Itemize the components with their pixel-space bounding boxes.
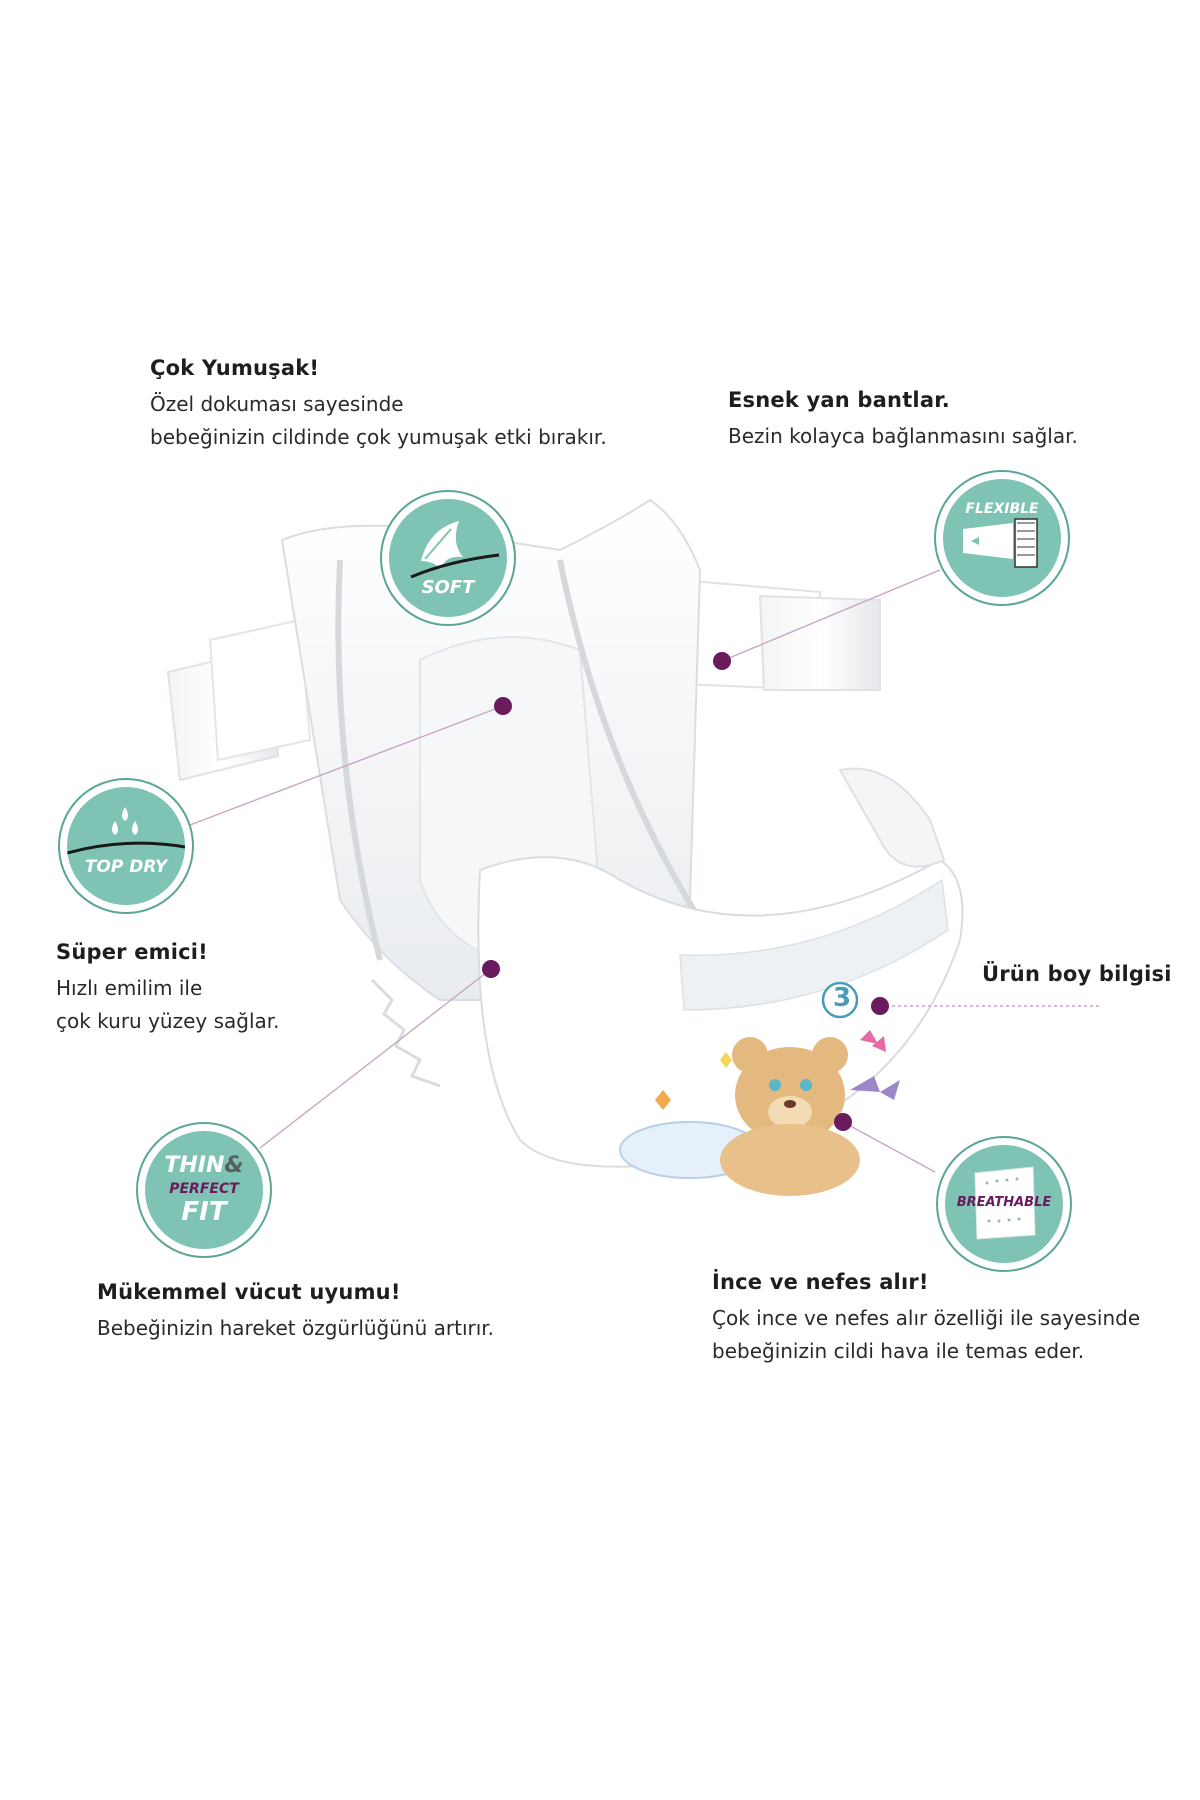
callout-dots — [482, 652, 889, 1131]
feature-absorbent: Süper emici! Hızlı emilim ile çok kuru y… — [56, 940, 280, 1038]
right-side-tab — [678, 578, 881, 692]
feature-absorbent-title: Süper emici! — [56, 940, 208, 964]
breathable-badge-label: BREATHABLE — [956, 1195, 1052, 1210]
feature-fit-line1: Bebeğinizin hareket özgürlüğünü artırır. — [97, 1316, 495, 1340]
feature-absorbent-line1: Hızlı emilim ile — [56, 976, 203, 1000]
feature-breathable-line1: Çok ince ve nefes alır özelliği ile saye… — [712, 1306, 1141, 1330]
feature-breathable-line2: bebeğinizin cildi hava ile temas eder. — [712, 1339, 1085, 1363]
feature-soft-title: Çok Yumuşak! — [150, 356, 320, 380]
size-number: 3 — [833, 983, 852, 1013]
feature-fit: Mükemmel vücut uyumu! Bebeğinizin hareke… — [97, 1280, 494, 1345]
breathable-badge: BREATHABLE — [936, 1136, 1072, 1272]
feature-flexible-line1: Bezin kolayca bağlanmasını sağlar. — [728, 424, 1078, 448]
diaper-front-panel — [477, 856, 964, 1168]
feature-flexible-title: Esnek yan bantlar. — [728, 388, 950, 412]
thin-perfect-fit-badge-label: THIN& — [145, 1153, 263, 1178]
flexible-badge-label: FLEXIBLE — [965, 501, 1039, 517]
feature-breathable: İnce ve nefes alır! Çok ince ve nefes al… — [712, 1270, 1140, 1368]
size-circle — [821, 981, 859, 1019]
leg-cuff-left — [335, 559, 383, 961]
leader-lines — [189, 569, 1100, 1173]
feature-absorbent-line2: çok kuru yüzey sağlar. — [56, 1009, 280, 1033]
badge-thin: THIN — [164, 1153, 225, 1178]
flexible-badge: FLEXIBLE — [934, 470, 1070, 606]
soft-badge: SOFT — [380, 490, 516, 626]
bear-illustration — [619, 1037, 860, 1196]
feature-soft: Çok Yumuşak! Özel dokuması sayesinde beb… — [150, 356, 607, 454]
badge-fit: FIT — [181, 1197, 227, 1227]
leg-cuff-right — [557, 559, 703, 922]
top-dry-badge: TOP DRY — [58, 778, 194, 914]
feature-soft-line1: Özel dokuması sayesinde — [150, 392, 404, 416]
feature-size-title: Ürün boy bilgisi — [982, 962, 1172, 986]
waistband — [679, 878, 949, 1011]
left-side-tab — [166, 618, 312, 782]
butterfly-purple — [850, 1076, 900, 1100]
feature-size: Ürün boy bilgisi — [982, 962, 1172, 994]
stretch-tab-icon — [963, 518, 1038, 568]
badge-perfect: PERFECT — [169, 1181, 239, 1197]
feature-fit-title: Mükemmel vücut uyumu! — [97, 1280, 401, 1304]
soft-badge-label: SOFT — [421, 577, 475, 598]
feather-icon — [410, 521, 500, 579]
butterfly-pink — [860, 1030, 886, 1052]
flower-yellow — [720, 1052, 732, 1068]
flower-orange — [655, 1090, 671, 1110]
feature-flexible: Esnek yan bantlar. Bezin kolayca bağlanm… — [728, 388, 1078, 453]
badge-amp: & — [224, 1153, 244, 1178]
water-drops-icon — [67, 807, 185, 855]
top-dry-badge-label: TOP DRY — [84, 857, 168, 877]
feature-soft-line2: bebeğinizin cildinde çok yumuşak etki bı… — [150, 425, 607, 449]
thin-perfect-fit-badge: THIN& PERFECT FIT — [136, 1122, 272, 1258]
breathable-sheet-icon — [974, 1166, 1036, 1240]
feature-breathable-title: İnce ve nefes alır! — [712, 1270, 929, 1294]
